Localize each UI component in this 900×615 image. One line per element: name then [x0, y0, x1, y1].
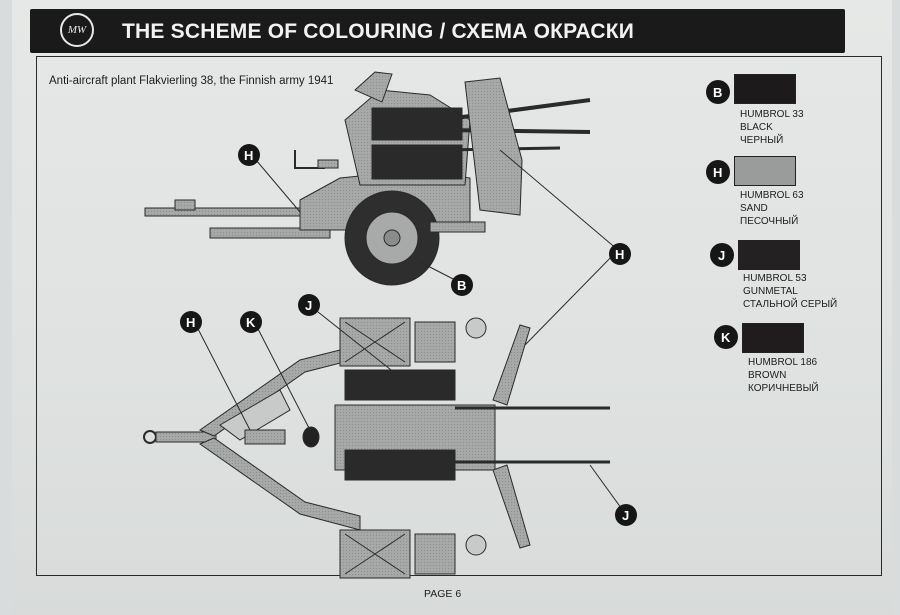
legend-entry-humbrol-186: HUMBROL 186 BROWN КОРИЧНЕВЫЙ [748, 356, 819, 395]
svg-text:B: B [713, 85, 722, 100]
legend-name-en: BLACK [740, 122, 773, 133]
diagram-badge-j-1: J [298, 294, 320, 316]
header-bar: MW THE SCHEME OF COLOURING / СХЕМА ОКРАС… [30, 9, 845, 53]
side-view [144, 71, 591, 286]
legend-name-en: BROWN [748, 370, 787, 381]
svg-text:H: H [713, 165, 722, 180]
legend-name-en: SAND [740, 203, 768, 214]
swatch-humbrol-53 [738, 240, 800, 270]
legend-badge-h: H [706, 160, 730, 184]
svg-text:H: H [244, 148, 253, 163]
svg-text:J: J [305, 298, 312, 313]
legend-badge-b: B [706, 80, 730, 104]
diagram-badge-h-2: H [609, 243, 631, 265]
svg-text:H: H [615, 247, 624, 262]
svg-text:K: K [721, 330, 731, 345]
legend-code: HUMBROL 63 [740, 190, 804, 201]
diagram-badge-j-2: J [615, 504, 637, 526]
legend-name-en: GUNMETAL [743, 286, 798, 297]
diagram-panel: Anti-aircraft plant Flakvierling 38, the… [36, 56, 882, 576]
diagram-badge-h-1: H [238, 144, 260, 166]
page-number: PAGE 6 [424, 588, 462, 600]
legend-badge-j: J [710, 243, 734, 267]
legend-code: HUMBROL 186 [748, 357, 818, 368]
legend-name-ru: СТАЛЬНОЙ СЕРЫЙ [743, 299, 838, 310]
legend-name-ru: ЧЕРНЫЙ [740, 135, 784, 146]
svg-text:K: K [246, 315, 256, 330]
legend-name-ru: КОРИЧНЕВЫЙ [748, 383, 819, 394]
swatch-humbrol-63 [734, 156, 796, 186]
legend-name-ru: ПЕСОЧНЫЙ [740, 216, 799, 227]
diagram-badge-b: B [451, 274, 473, 296]
leader-lines [195, 149, 625, 513]
page-title: THE SCHEME OF COLOURING / СХЕМА ОКРАСКИ [122, 20, 635, 43]
swatch-humbrol-186 [742, 323, 804, 353]
svg-text:J: J [622, 508, 629, 523]
legend-entry-humbrol-63: HUMBROL 63 SAND ПЕСОЧНЫЙ [740, 189, 804, 228]
brand-logo: MW [60, 13, 94, 47]
diagram-caption: Anti-aircraft plant Flakvierling 38, the… [49, 75, 334, 87]
legend-entry-humbrol-53: HUMBROL 53 GUNMETAL СТАЛЬНОЙ СЕРЫЙ [743, 272, 837, 311]
svg-text:B: B [457, 278, 466, 293]
top-view [143, 317, 610, 579]
svg-text:H: H [186, 315, 195, 330]
legend-code: HUMBROL 33 [740, 109, 804, 120]
diagram-badge-k: K [240, 311, 262, 333]
svg-text:J: J [718, 248, 725, 263]
diagram-badge-h-3: H [180, 311, 202, 333]
legend-code: HUMBROL 53 [743, 273, 807, 284]
legend-entry-humbrol-33: HUMBROL 33 BLACK ЧЕРНЫЙ [740, 108, 804, 147]
legend-badge-k: K [714, 325, 738, 349]
swatch-humbrol-33 [734, 74, 796, 104]
